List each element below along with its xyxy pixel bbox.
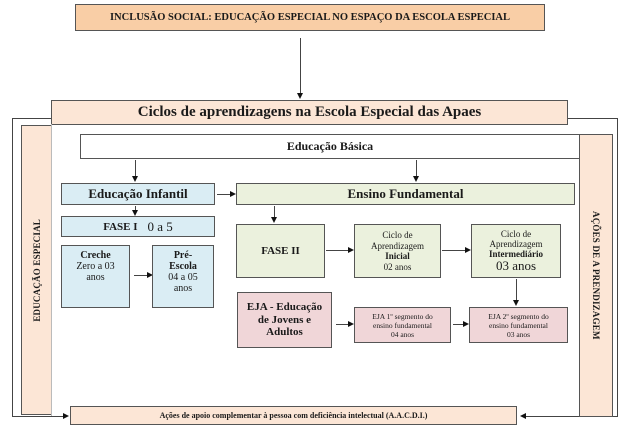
arrowhead-icon — [147, 272, 153, 278]
pre-escola-line2: anos — [173, 283, 193, 294]
outer-frame-left — [12, 118, 13, 417]
fase-ii-box: FASE II — [236, 224, 325, 278]
top-title-box: INCLUSÃO SOCIAL: EDUCAÇÃO ESPECIAL NO ES… — [75, 4, 545, 31]
arrowhead-icon — [297, 93, 303, 99]
arrow-basica-fundamental — [416, 160, 417, 177]
side-right-label: AÇÕES DE A PRENDIZAGEM — [591, 211, 601, 340]
outer-frame-right — [617, 118, 618, 417]
inicial-name: Inicial — [385, 251, 410, 261]
seg2-line2: ensino fundamental — [489, 320, 548, 330]
educacao-infantil-box: Educação Infantil — [61, 183, 215, 205]
arrowhead-icon — [230, 191, 236, 197]
ciclos-header: Ciclos de aprendizagens na Escola Especi… — [51, 100, 568, 125]
educacao-basica-label: Educação Básica — [286, 139, 374, 153]
arrow-basica-infantil — [135, 160, 136, 177]
arrow-intermediario-eja2 — [516, 279, 517, 301]
arrowhead-icon — [132, 210, 138, 216]
fase-i-label: FASE I — [103, 220, 138, 233]
arrowhead-icon — [465, 247, 471, 253]
eja-title3: Adultos — [266, 326, 303, 339]
creche-box: Creche Zero a 03 anos — [61, 245, 130, 308]
inicial-line2: Aprendizagem — [371, 240, 424, 251]
eja-seg2-box: EJA 2º segmento do ensino fundamental 03… — [469, 307, 568, 343]
seg1-years: 04 anos — [390, 329, 415, 339]
arrowhead-icon — [132, 176, 138, 182]
eja-title2: de Jovens e — [257, 313, 312, 326]
ensino-fundamental-box: Ensino Fundamental — [236, 183, 575, 205]
arrow-creche-pre — [134, 275, 147, 276]
arrow-fundamental-fase2 — [274, 206, 275, 218]
intermediario-years: 03 anos — [495, 258, 537, 273]
pre-escola-box: Pré- Escola 04 a 05 anos — [152, 245, 214, 308]
ciclos-panel-left — [51, 124, 52, 416]
outer-frame-top-left — [12, 118, 52, 119]
fase-i-range: 0 a 5 — [147, 218, 173, 234]
seg2-years: 03 anos — [506, 329, 531, 339]
arrowhead-icon — [348, 321, 354, 327]
fase-ii-label: FASE II — [261, 245, 300, 257]
ciclo-intermediario-box: Ciclo de Aprendizagem Intermediário 03 a… — [471, 224, 561, 278]
eja-seg1-box: EJA 1º segmento do ensino fundamental 04… — [354, 307, 451, 343]
arrowhead-icon — [513, 300, 519, 306]
top-title: INCLUSÃO SOCIAL: EDUCAÇÃO ESPECIAL NO ES… — [109, 12, 511, 23]
fase-i-box: FASE I 0 a 5 — [61, 216, 215, 237]
intermediario-line2: Aprendizagem — [489, 239, 543, 249]
arrowhead-icon — [413, 176, 419, 182]
outer-frame-bottom-right — [526, 416, 618, 417]
ciclos-title: Ciclos de aprendizagens na Escola Especi… — [137, 104, 482, 120]
side-box-educacao-especial: EDUCAÇÃO ESPECIAL — [21, 125, 52, 415]
pre-escola-title: Pré- — [173, 250, 193, 261]
seg1-line1: EJA 1º segmento do — [372, 311, 433, 321]
infantil-title: Educação Infantil — [88, 186, 188, 201]
arrowhead-icon — [520, 413, 526, 419]
arrow-infantil-fundamental — [217, 194, 230, 195]
arrow-top-to-ciclos — [300, 38, 301, 94]
inicial-line1: Ciclo de — [382, 230, 413, 240]
arrow-fase2-inicial — [326, 250, 348, 251]
intermediario-line1: Ciclo de — [500, 229, 532, 239]
pre-escola-title2: Escola — [169, 261, 197, 272]
eja-box: EJA - Educação de Jovens e Adultos — [237, 292, 332, 348]
seg2-line1: EJA 2º segmento do — [488, 311, 549, 321]
creche-title: Creche — [80, 250, 111, 261]
intermediario-name: Intermediário — [489, 249, 543, 259]
ciclo-inicial-box: Ciclo de Aprendizagem Inicial 02 anos — [354, 224, 441, 278]
bottom-label: Ações de apoio complementar à pessoa com… — [159, 411, 428, 420]
side-box-acoes-aprendizagem: AÇÕES DE A PRENDIZAGEM — [579, 134, 613, 417]
seg1-line2: ensino fundamental — [373, 320, 432, 330]
side-left-label: EDUCAÇÃO ESPECIAL — [31, 218, 42, 322]
arrowhead-icon — [63, 413, 69, 419]
outer-frame-top-right — [567, 118, 617, 119]
fundamental-title: Ensino Fundamental — [347, 186, 464, 201]
arrowhead-icon — [271, 217, 277, 223]
arrow-seg1-seg2 — [453, 324, 463, 325]
inicial-years: 02 anos — [383, 261, 412, 272]
pre-escola-line1: 04 a 05 — [168, 272, 198, 283]
eja-title1: EJA - Educação — [246, 301, 323, 314]
arrow-inicial-intermediario — [442, 250, 465, 251]
educacao-basica-box: Educação Básica — [80, 134, 580, 159]
creche-line2: anos — [86, 272, 105, 283]
outer-frame-bottom-left — [12, 416, 64, 417]
arrow-eja-seg1 — [336, 324, 348, 325]
bottom-acdi-box: Ações de apoio complementar à pessoa com… — [70, 406, 517, 425]
creche-line1: Zero a 03 — [76, 261, 115, 272]
arrowhead-icon — [463, 321, 469, 327]
arrowhead-icon — [348, 247, 354, 253]
arrow-infantil-fase1 — [135, 206, 136, 211]
